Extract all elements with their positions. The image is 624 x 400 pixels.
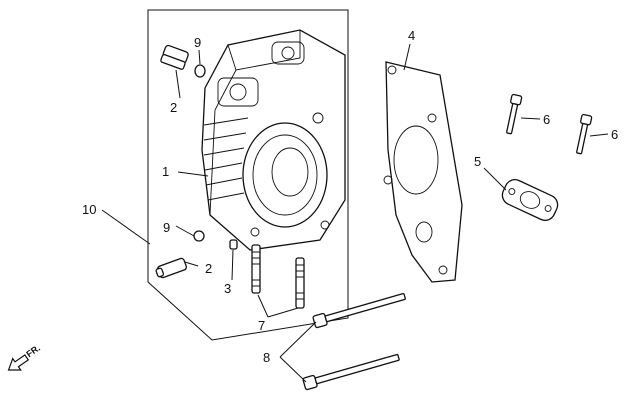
callout-9-lower: 9	[163, 220, 170, 235]
callout-6-right: 6	[611, 127, 618, 142]
bolt-left	[506, 93, 523, 135]
stud-bolt-right	[295, 257, 305, 309]
callout-2-lower: 2	[205, 261, 212, 276]
front-direction-label: FR.	[24, 343, 42, 360]
o-ring-upper	[194, 64, 206, 78]
callout-1: 1	[162, 164, 169, 179]
callout-6-left: 6	[543, 112, 550, 127]
o-ring-lower	[193, 230, 205, 242]
leader-lines	[101, 43, 609, 383]
callout-7: 7	[258, 318, 265, 333]
callout-2-upper: 2	[170, 100, 177, 115]
long-bolt-lower	[302, 353, 400, 391]
callout-8: 8	[263, 350, 270, 365]
stud-bolt-left	[251, 244, 261, 294]
callout-3: 3	[224, 281, 231, 296]
long-bolt-upper	[312, 292, 406, 329]
cylinder-head-gasket	[383, 61, 463, 283]
front-direction-arrow-icon	[7, 354, 30, 371]
dowel-pin	[229, 239, 238, 250]
cylinder-head	[201, 29, 346, 251]
assembly-outline	[147, 9, 349, 341]
callout-5: 5	[474, 154, 481, 169]
bolt-right	[576, 113, 593, 155]
callout-4: 4	[408, 28, 415, 43]
valve-guide-upper	[160, 44, 189, 70]
callout-9-upper: 9	[194, 35, 201, 50]
callout-10: 10	[82, 202, 96, 217]
intake-gasket	[501, 179, 559, 221]
valve-guide-lower	[155, 257, 188, 279]
